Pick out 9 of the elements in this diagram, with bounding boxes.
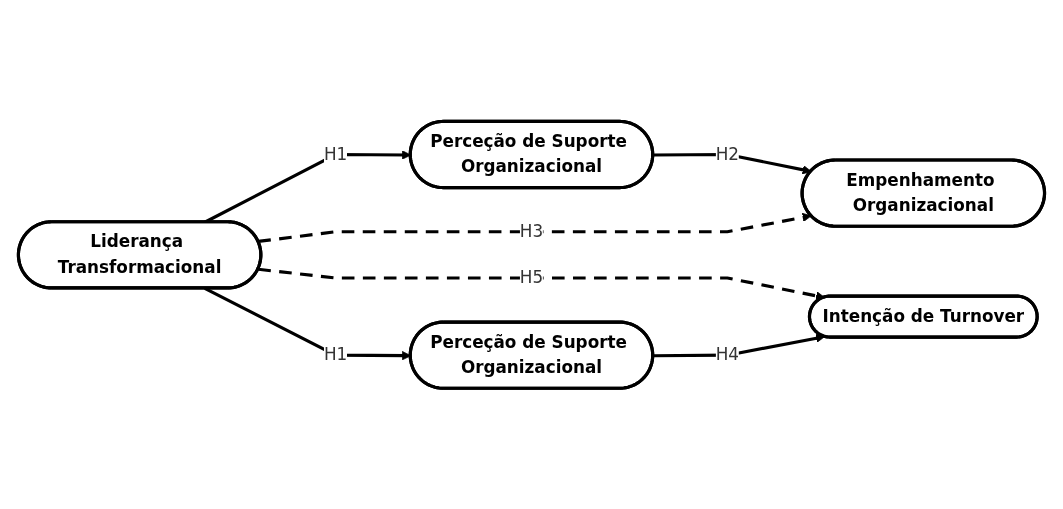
- arrow: [258, 267, 825, 301]
- arrow: [258, 212, 812, 243]
- edge-label: H3: [519, 220, 544, 241]
- edge-label: H1: [323, 143, 348, 164]
- edge-label: H4: [715, 344, 740, 365]
- edge-label: H2: [715, 143, 740, 164]
- edge-label: H5: [519, 267, 544, 288]
- arrow: [653, 333, 825, 357]
- edge-label: H1: [323, 344, 348, 365]
